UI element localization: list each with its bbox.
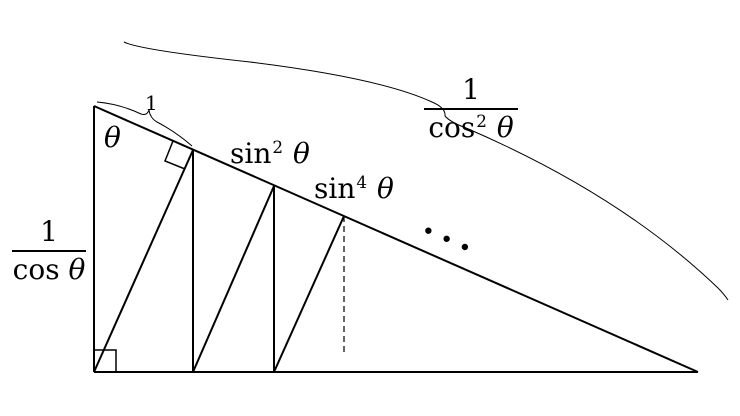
slanted-segment-3 <box>273 215 345 373</box>
right-angle-marker-bottom <box>94 349 117 372</box>
sin4-label: sin4 θ <box>314 171 394 205</box>
top-fraction-numerator: 1 <box>462 73 480 106</box>
sin2-fn: sin <box>230 137 272 170</box>
top-den-power: 2 <box>476 110 487 131</box>
top-den-fn: cos <box>428 111 476 144</box>
unit-length-label: 1 <box>145 91 158 115</box>
sin4-fn: sin <box>314 172 356 205</box>
theta-label: θ <box>104 121 121 154</box>
sin2-var: θ <box>292 137 310 170</box>
top-fraction-denominator: cos2 θ <box>424 110 518 144</box>
top-den-var: θ <box>496 111 514 144</box>
slanted-segment-1 <box>93 149 194 373</box>
top-fraction-bar <box>424 108 518 110</box>
left-fraction-bar <box>12 250 86 252</box>
small-brace <box>96 101 193 147</box>
large-brace <box>123 41 729 301</box>
left-fraction-denominator: cos θ <box>12 256 86 284</box>
right-angle-marker-top <box>164 140 186 170</box>
hypotenuse <box>93 105 699 373</box>
left-fraction-numerator: 1 <box>40 215 58 248</box>
sin4-power: 4 <box>356 171 368 192</box>
left-den-var: θ <box>68 253 86 286</box>
top-fraction: 1 cos2 θ <box>424 76 518 142</box>
left-fraction: 1 cos θ <box>12 218 86 284</box>
sin4-var: θ <box>376 172 394 205</box>
sin2-power: 2 <box>272 136 284 157</box>
sin2-label: sin2 θ <box>230 136 310 170</box>
left-den-fn: cos <box>12 253 60 286</box>
slanted-segment-2 <box>192 185 275 373</box>
